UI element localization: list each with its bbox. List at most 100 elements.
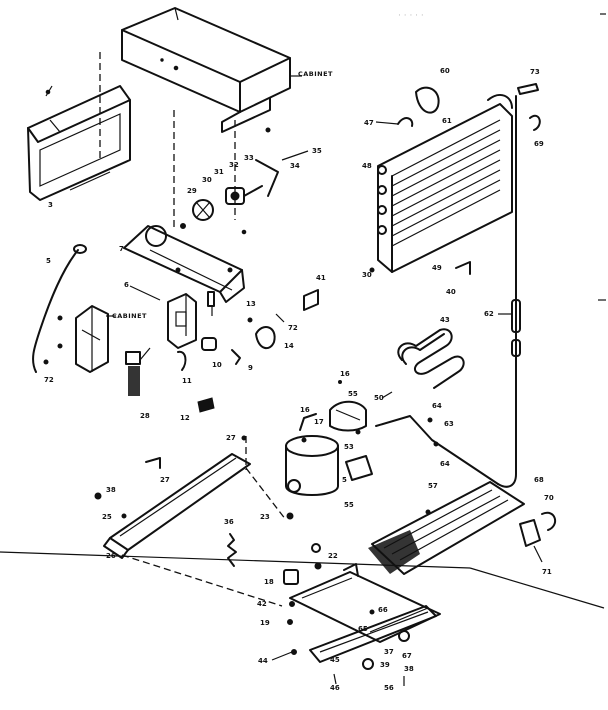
screw-box-1 xyxy=(57,315,63,321)
terminal-clip xyxy=(231,349,241,365)
clip-70 xyxy=(541,511,557,531)
callout-61: 61 xyxy=(442,117,452,125)
screw-27-right xyxy=(241,435,247,441)
callout-6: 6 xyxy=(124,281,129,289)
callout-55-upper: 55 xyxy=(348,390,358,398)
callout-25-left: 25 xyxy=(102,513,112,521)
serpentine-coil-inner xyxy=(401,333,445,365)
callout-70: 70 xyxy=(544,494,554,502)
callout-60: 60 xyxy=(440,67,450,75)
callout-37: 37 xyxy=(384,648,394,656)
harness-plug xyxy=(73,244,87,254)
callout-19: 19 xyxy=(260,619,270,627)
terminal-block xyxy=(125,347,151,396)
callout-56: 56 xyxy=(384,684,394,692)
leader-50 xyxy=(381,391,393,399)
callout-64-lower: 64 xyxy=(440,460,450,468)
callout-62: 62 xyxy=(484,310,494,318)
callout-16-left: 16 xyxy=(300,406,310,414)
sensor-loop xyxy=(397,117,414,127)
side-panel xyxy=(27,85,131,201)
capacitor xyxy=(201,337,217,351)
callout-3-panel: 3 xyxy=(48,201,53,209)
drain-pan xyxy=(368,481,525,575)
clip-wire xyxy=(177,350,187,371)
bracket-55 xyxy=(345,455,373,481)
callout-30-coil: 30 xyxy=(362,271,372,279)
callout-42: 42 xyxy=(257,600,267,608)
base-rail-left xyxy=(103,453,251,559)
grommet-23 xyxy=(286,512,294,520)
screw-57 xyxy=(425,509,431,515)
callout-55-lower: 55 xyxy=(344,501,354,509)
callout-43: 43 xyxy=(440,316,450,324)
screw-53 xyxy=(355,429,361,435)
callout-22: 22 xyxy=(328,552,338,560)
compressor xyxy=(285,413,339,496)
callout-50: 50 xyxy=(374,394,384,402)
grommet-37 xyxy=(398,630,410,642)
grommet-64-upper xyxy=(427,417,433,423)
screw-19 xyxy=(287,619,293,625)
callout-68: 68 xyxy=(534,476,544,484)
callout-16-right: 16 xyxy=(340,370,350,378)
screw-38 xyxy=(94,492,102,500)
cabinet-word-top: CABINET xyxy=(298,70,333,78)
callout-34: 34 xyxy=(290,162,300,170)
floor-line-left xyxy=(0,551,471,569)
callout-40: 40 xyxy=(446,288,456,296)
grommet-24 xyxy=(311,543,321,553)
grommet-64-lower xyxy=(433,441,439,447)
callout-11: 11 xyxy=(182,377,192,385)
plate-12 xyxy=(197,397,215,413)
callout-39: 39 xyxy=(380,661,390,669)
callout-13: 13 xyxy=(246,300,256,308)
callout-64-upper: 64 xyxy=(432,402,442,410)
wire-harness xyxy=(32,249,79,373)
grommet-22 xyxy=(314,562,322,570)
cabinet-top-trough xyxy=(121,7,291,133)
clip-40 xyxy=(455,261,471,275)
callout-5: 5 xyxy=(46,257,51,265)
callout-27-left: 27 xyxy=(160,476,170,484)
relay-housing xyxy=(167,293,197,349)
relay-18 xyxy=(283,569,299,585)
leader-44 xyxy=(271,651,293,661)
leader-71 xyxy=(533,545,543,563)
screw-box-3 xyxy=(43,359,49,365)
callout-49: 49 xyxy=(432,264,442,272)
callout-23-mid: 23 xyxy=(260,513,270,521)
callout-29: 29 xyxy=(187,187,197,195)
leader-6 xyxy=(129,285,161,301)
clip-27 xyxy=(145,457,161,469)
fan-motor-assembly xyxy=(180,159,279,235)
capillary-tube xyxy=(497,95,517,488)
screw-44 xyxy=(291,649,297,655)
callout-66: 66 xyxy=(378,606,388,614)
callout-63: 63 xyxy=(444,420,454,428)
screw-25-left xyxy=(121,513,127,519)
callout-27-right: 27 xyxy=(226,434,236,442)
callout-44: 44 xyxy=(258,657,268,665)
callout-72-left: 72 xyxy=(44,376,54,384)
tube-sleeve-62 xyxy=(511,299,521,333)
callout-17: 17 xyxy=(314,418,324,426)
callout-73: 73 xyxy=(530,68,540,76)
callout-10: 10 xyxy=(212,361,222,369)
clip-73 xyxy=(517,83,539,95)
callout-36: 36 xyxy=(224,518,234,526)
callout-38-left: 38 xyxy=(106,486,116,494)
condenser-coil xyxy=(377,93,513,273)
thermostat-clip xyxy=(415,86,440,114)
screw-66 xyxy=(369,609,375,615)
guide-line-4 xyxy=(121,554,283,607)
screw-30 xyxy=(369,267,375,273)
callout-45: 45 xyxy=(330,656,340,664)
callout-67: 67 xyxy=(402,652,412,660)
callout-5-bracket: 5 xyxy=(342,476,347,484)
callout-46: 46 xyxy=(330,684,340,692)
bracket-41 xyxy=(303,289,319,311)
screw-bracket xyxy=(175,267,181,273)
spring-36 xyxy=(227,533,237,567)
